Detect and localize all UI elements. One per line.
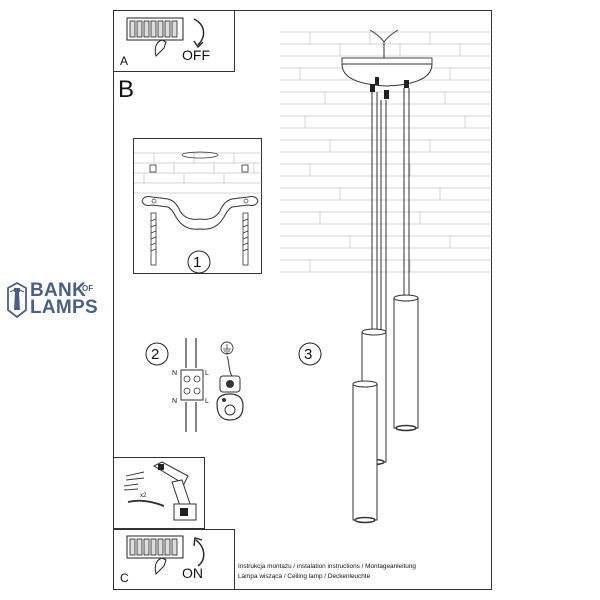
bank-of-lamps-logo: BANK OF LAMPS bbox=[2, 278, 106, 322]
logo-word-bank: BANK bbox=[30, 280, 87, 301]
anchor-count: x2 bbox=[140, 493, 147, 499]
footer-line-1: Instrukcja montażu / instalation instruc… bbox=[238, 563, 416, 570]
panel-a-letter: A bbox=[120, 54, 129, 68]
fuse-box-icon bbox=[126, 17, 184, 57]
logo-word-lamps: LAMPS bbox=[30, 297, 98, 318]
wire-n-top: N bbox=[172, 370, 178, 377]
step-1-circle bbox=[187, 250, 211, 274]
pendant-lamp-drawing bbox=[280, 29, 492, 524]
wire-l-bottom: L bbox=[205, 398, 209, 405]
wire-n-bottom: N bbox=[172, 398, 178, 405]
drill-icon bbox=[123, 461, 197, 521]
step-1-bracket-panel: 1 bbox=[133, 138, 263, 274]
panel-c-action: ON bbox=[182, 565, 203, 581]
fuse-box-icon bbox=[126, 535, 184, 575]
drill-panel: x2 bbox=[113, 457, 205, 529]
curved-arrow-down-icon bbox=[193, 18, 205, 49]
footer-line-2: Lampa wisząca / Ceiling lamp / Deckenleu… bbox=[238, 573, 371, 580]
terminal-block-drawing bbox=[180, 338, 204, 432]
step-3-number: 3 bbox=[304, 346, 313, 363]
logo-word-of: OF bbox=[82, 284, 94, 293]
ceiling-bracket-drawing bbox=[134, 151, 263, 266]
wire-l-top: L bbox=[205, 370, 209, 377]
step-2-number: 2 bbox=[151, 346, 160, 363]
ground-terminal-drawing bbox=[216, 341, 244, 421]
curved-arrow-up-icon bbox=[193, 537, 205, 567]
instruction-sheet bbox=[113, 10, 492, 590]
section-b-letter: B bbox=[118, 76, 135, 103]
panel-c-power-on: C ON bbox=[113, 529, 235, 590]
step-1-number: 1 bbox=[193, 254, 202, 271]
panel-c-letter: C bbox=[120, 571, 129, 585]
lighthouse-icon bbox=[7, 281, 27, 319]
panel-a-power-off: A OFF bbox=[113, 10, 235, 72]
step-3-circle bbox=[298, 342, 322, 366]
panel-a-action: OFF bbox=[182, 47, 210, 63]
step-2-circle bbox=[145, 342, 169, 366]
